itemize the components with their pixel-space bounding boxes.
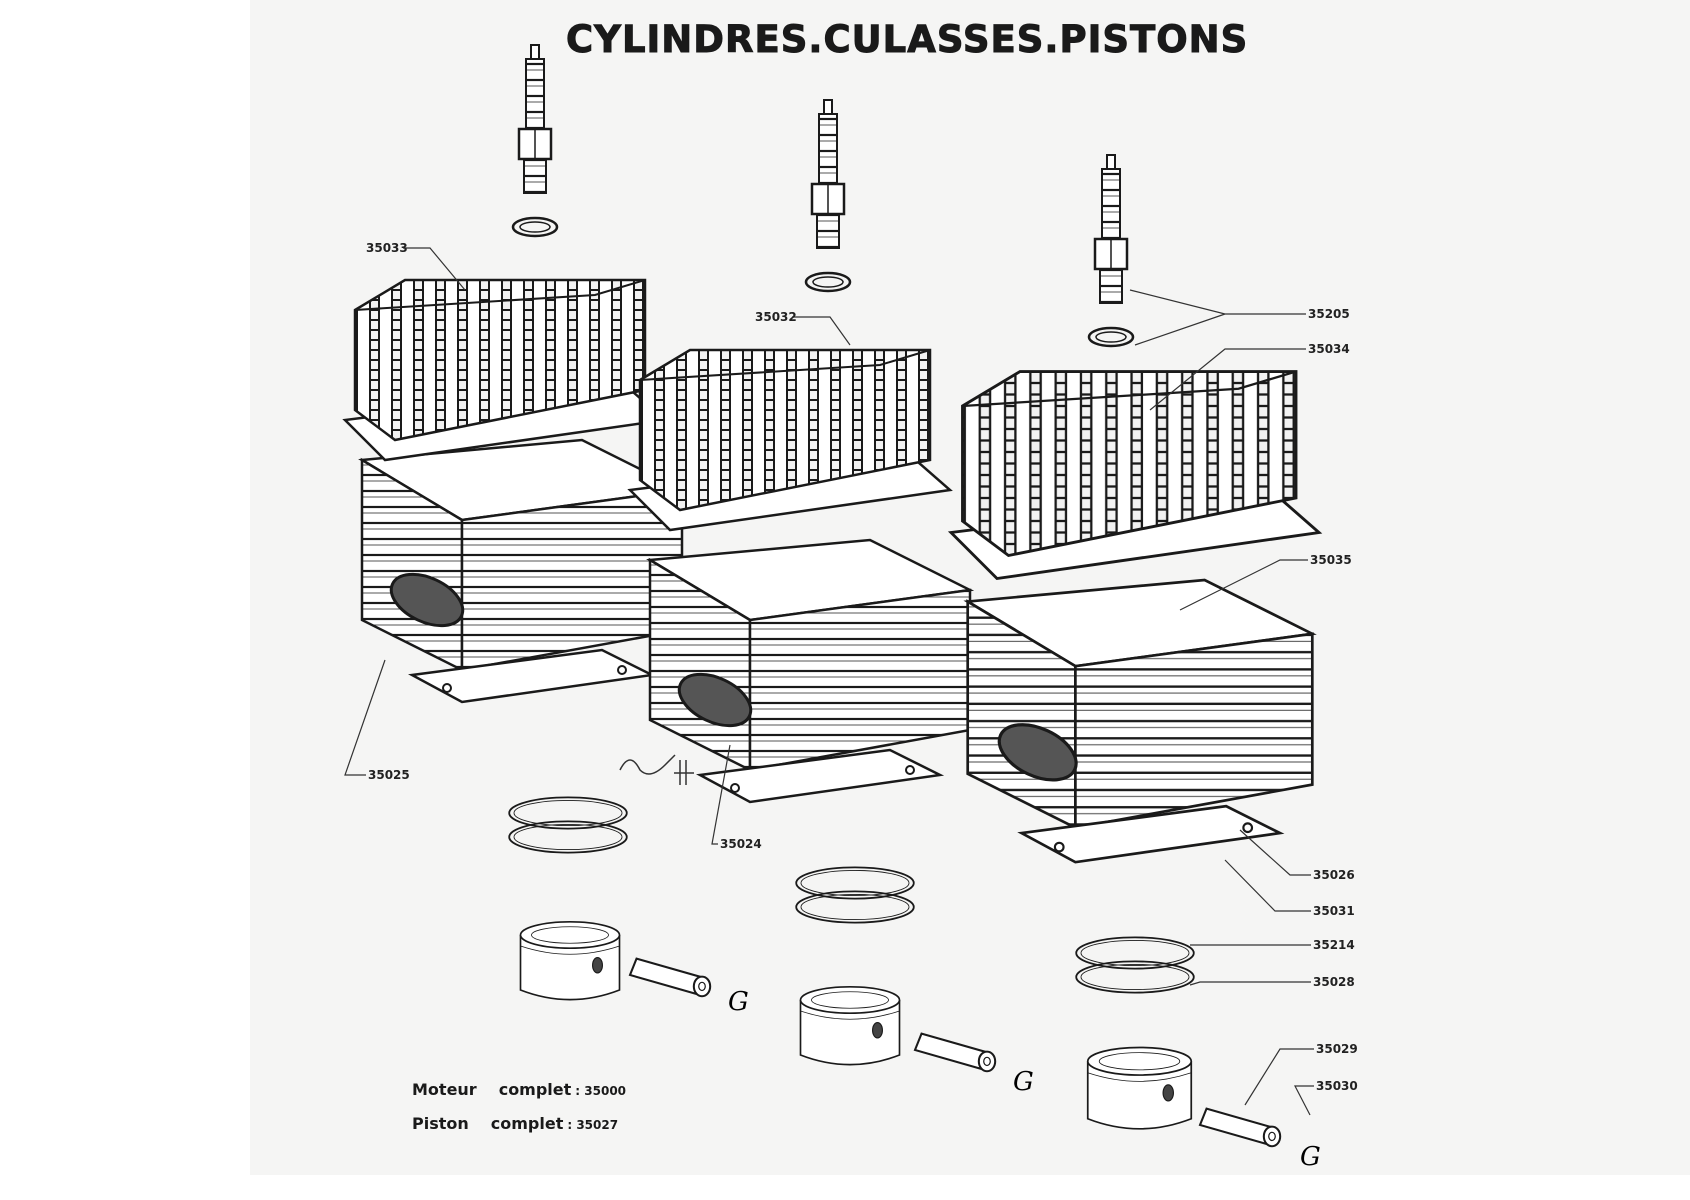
piston-rings-right <box>1074 936 1196 994</box>
circlip-mark-left: G <box>728 987 749 1017</box>
spark-plug-middle <box>804 98 852 293</box>
piston-complete-note: Piston complet: 35027 <box>412 1114 618 1133</box>
part-label-35025: 35025 <box>368 768 410 782</box>
piston-left <box>519 920 621 1001</box>
cylinder-barrel-middle <box>648 538 972 804</box>
part-label-35024: 35024 <box>720 837 762 851</box>
piston-middle <box>799 985 901 1066</box>
cylinder-barrel-right <box>966 578 1314 864</box>
cylinder-head-middle <box>628 348 952 532</box>
circlip-mark-right: G <box>1300 1142 1321 1172</box>
circlip-mark-middle: G <box>1013 1067 1034 1097</box>
part-label-35214: 35214 <box>1313 938 1355 952</box>
engine-complete-note: Moteur complet: 35000 <box>412 1080 626 1099</box>
cylinder-head-right <box>949 370 1321 580</box>
engine-ref: : 35000 <box>575 1084 627 1098</box>
part-label-35035: 35035 <box>1310 553 1352 567</box>
part-label-35026: 35026 <box>1313 868 1355 882</box>
piston-label: Piston <box>412 1114 469 1133</box>
part-label-35031: 35031 <box>1313 904 1355 918</box>
piston-pin-middle <box>913 1032 997 1073</box>
piston-ref: : 35027 <box>567 1118 619 1132</box>
piston-rings-middle <box>795 866 915 924</box>
spark-plug-right <box>1087 153 1135 348</box>
part-label-35032: 35032 <box>755 310 797 324</box>
piston-rings-left <box>508 796 628 854</box>
piston-right <box>1086 1046 1193 1131</box>
piston-pin-right <box>1198 1107 1282 1148</box>
part-label-35028: 35028 <box>1313 975 1355 989</box>
cylinder-barrel-left <box>360 438 684 704</box>
part-label-35034: 35034 <box>1308 342 1350 356</box>
part-label-35205: 35205 <box>1308 307 1350 321</box>
page-title: CYLINDRES.CULASSES.PISTONS <box>565 18 1249 62</box>
part-label-35033: 35033 <box>366 241 408 255</box>
piston-pin-left <box>628 957 712 998</box>
engine-label: Moteur <box>412 1080 477 1099</box>
cylinder-head-left <box>343 278 667 462</box>
engine-complete-word: complet <box>498 1080 572 1099</box>
part-label-35030: 35030 <box>1316 1079 1358 1093</box>
artist-signature <box>619 754 694 785</box>
piston-complete-word: complet <box>490 1114 564 1133</box>
spark-plug-left <box>511 43 559 238</box>
leader-lines <box>344 247 1314 1116</box>
part-label-35029: 35029 <box>1316 1042 1358 1056</box>
